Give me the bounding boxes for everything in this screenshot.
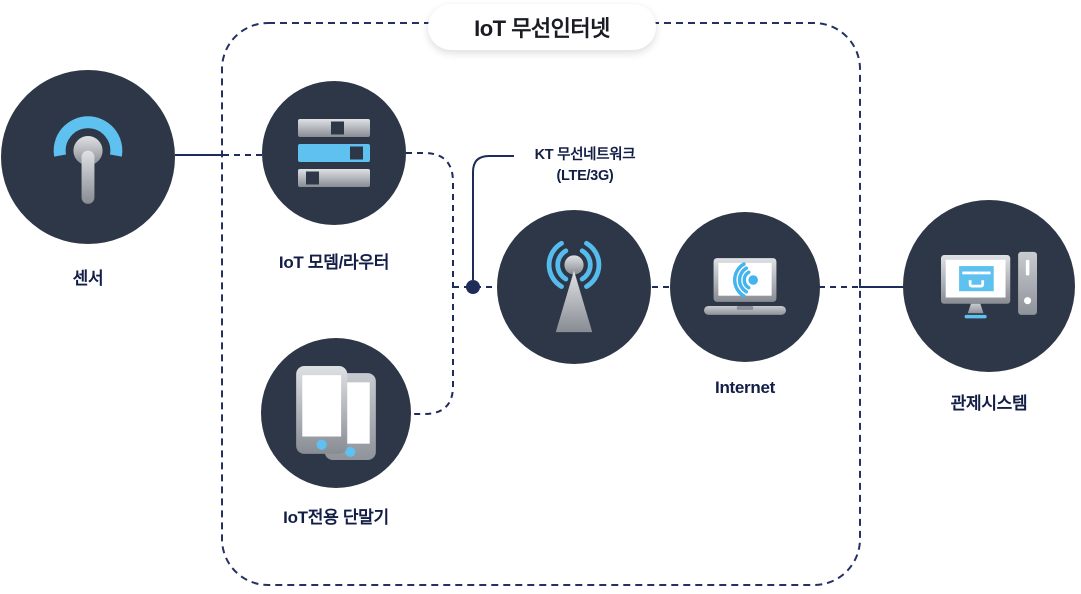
dashed-container-border xyxy=(221,22,861,586)
sensor-pin-head xyxy=(73,135,103,165)
node-iot-device xyxy=(261,338,411,488)
diagram-title-text: IoT 무선인터넷 xyxy=(474,16,610,41)
router-stack-icon xyxy=(298,119,370,187)
laptop-wifi-icon xyxy=(704,257,786,315)
monitor-base-line xyxy=(964,314,987,318)
label-modem-router: IoT 모뎀/라우터 xyxy=(278,253,390,272)
broadcast-tower-icon xyxy=(546,240,602,333)
desktop-computer-icon xyxy=(941,251,1037,318)
node-kt-tower xyxy=(497,210,651,364)
callout-line-kt-network xyxy=(472,155,514,280)
junction-dot xyxy=(466,280,480,294)
pc-tower-slot xyxy=(1025,259,1030,275)
annotation-kt-network: KT 무선네트워크 (LTE/3G) xyxy=(512,145,658,187)
annotation-kt-line1: KT 무선네트워크 xyxy=(534,147,636,163)
laptop-base-notch xyxy=(736,305,754,310)
router-bars xyxy=(298,119,370,187)
front-phone xyxy=(296,366,348,454)
label-iot-device: IoT전용 단말기 xyxy=(283,508,389,527)
pc-tower-button xyxy=(1024,296,1032,304)
node-internet xyxy=(670,212,820,362)
annotation-kt-line2: (LTE/3G) xyxy=(556,168,614,185)
sensor-pin-stem xyxy=(81,150,95,204)
wifi-dot xyxy=(748,274,758,285)
sensor-signal-arc xyxy=(53,115,123,157)
label-control-system: 관제시스템 xyxy=(950,394,1028,413)
diagram-title: IoT 무선인터넷 xyxy=(428,4,656,50)
monitor-stand xyxy=(967,303,984,313)
smartphones-icon xyxy=(296,366,376,460)
screen-tray-glyph xyxy=(968,279,985,287)
screen-window-divider xyxy=(962,271,991,274)
laptop-base xyxy=(704,305,786,315)
pc-tower xyxy=(1018,251,1037,315)
tower-top-ball xyxy=(564,255,584,275)
label-internet: Internet xyxy=(715,378,775,397)
node-control-system xyxy=(903,200,1075,372)
tower-mast xyxy=(555,270,593,333)
tower-signal-arcs xyxy=(546,240,602,289)
node-modem-router xyxy=(262,81,406,225)
wifi-arcs xyxy=(733,261,751,298)
label-sensor: 센서 xyxy=(72,269,104,288)
antenna-pin-icon xyxy=(53,115,123,204)
connector-modem-device-bracket xyxy=(406,152,454,415)
node-sensor xyxy=(1,70,175,244)
